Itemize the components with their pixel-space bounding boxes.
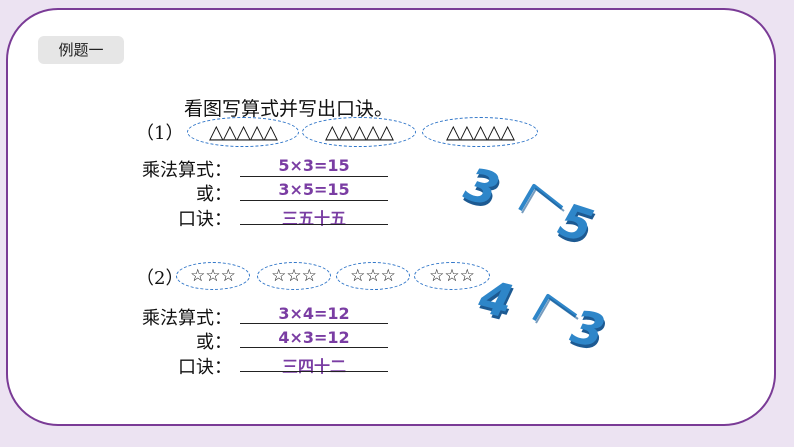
part1-rhyme-line bbox=[240, 224, 388, 225]
part1-mult-line bbox=[240, 176, 388, 177]
part1-rhyme-label: 口诀： bbox=[178, 209, 232, 230]
star-group-4: ☆☆☆ bbox=[414, 262, 490, 290]
part1-or-answer: 3×5=15 bbox=[278, 180, 350, 199]
triangle-group-3: △△△△△ bbox=[422, 117, 538, 147]
star-group-2: ☆☆☆ bbox=[257, 262, 331, 290]
part2-or-line bbox=[240, 347, 388, 348]
star-group-1: ☆☆☆ bbox=[176, 262, 250, 290]
part2-mult-answer: 3×4=12 bbox=[278, 304, 350, 323]
part2-or-answer: 4×3=12 bbox=[278, 328, 350, 347]
part1-number: （1） bbox=[136, 123, 184, 144]
instruction-text: 看图写算式并写出口诀。 bbox=[184, 98, 394, 120]
decor1-caret bbox=[518, 184, 565, 214]
decor2-caret bbox=[532, 294, 579, 324]
part1-mult-label: 乘法算式： bbox=[142, 160, 232, 181]
part2-mult-line bbox=[240, 323, 388, 324]
part2-number: （2） bbox=[136, 268, 184, 289]
part1-rhyme-answer: 三五十五 bbox=[281, 209, 346, 228]
triangle-group-1: △△△△△ bbox=[187, 117, 299, 147]
star-group-3: ☆☆☆ bbox=[336, 262, 410, 290]
example-tag: 例题一 bbox=[38, 36, 124, 64]
triangle-group-2: △△△△△ bbox=[302, 117, 416, 147]
part1-mult-answer: 5×3=15 bbox=[278, 156, 350, 175]
part2-rhyme-label: 口诀： bbox=[178, 357, 232, 378]
part2-rhyme-line bbox=[240, 371, 388, 372]
part1-or-line bbox=[240, 200, 388, 201]
part2-or-label: 或： bbox=[196, 332, 232, 353]
part1-or-label: 或： bbox=[196, 184, 232, 205]
content-card bbox=[6, 8, 776, 426]
part2-rhyme-answer: 三四十二 bbox=[281, 357, 346, 376]
part2-mult-label: 乘法算式： bbox=[142, 308, 232, 329]
